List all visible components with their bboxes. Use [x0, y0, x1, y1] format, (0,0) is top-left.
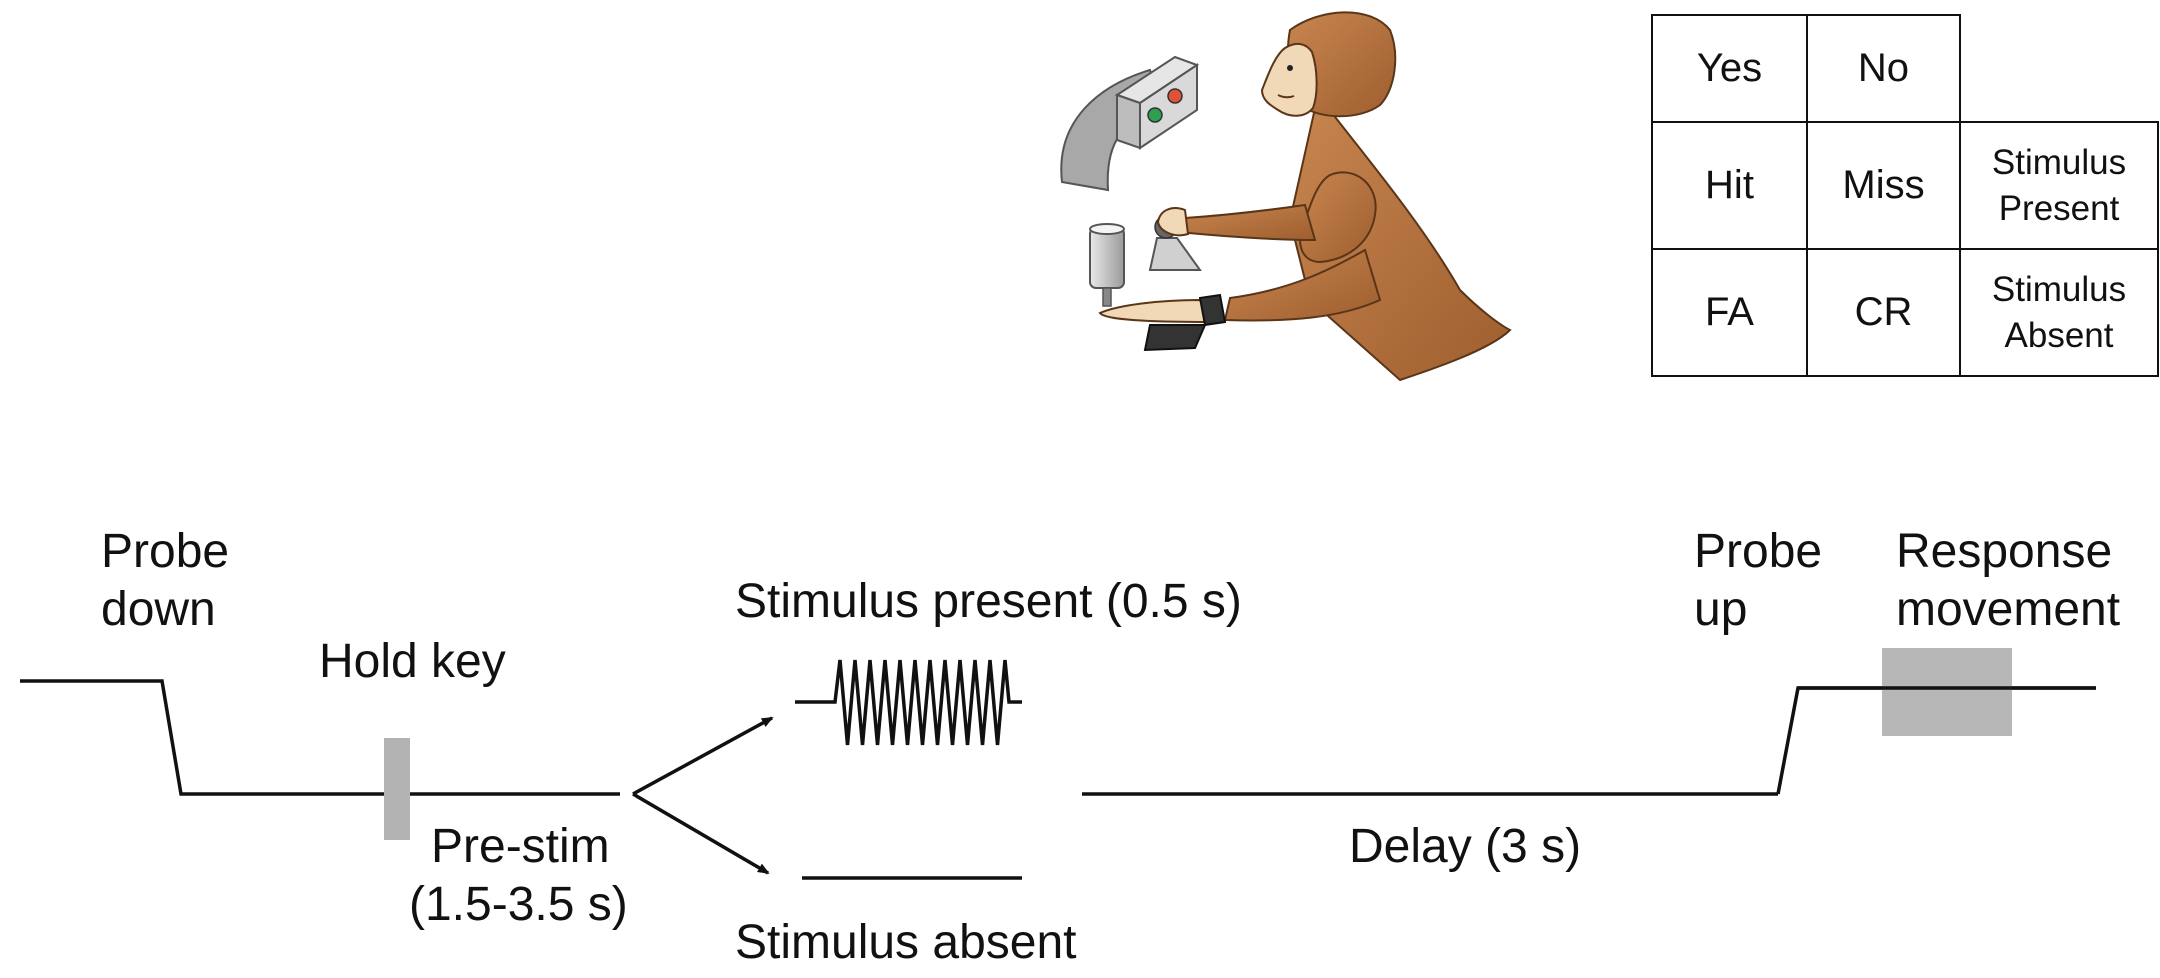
- stimulus-present-waveform: [795, 659, 1022, 746]
- response-movement-label: Response movement: [1896, 523, 2120, 639]
- response-movement-label-line2: movement: [1896, 583, 2121, 636]
- response-movement-marker: [1882, 648, 2012, 736]
- probe-up-label-line1: Probe: [1694, 525, 1823, 578]
- condition-present-line2: Present: [1998, 188, 2120, 228]
- cell-cr: CR: [1806, 248, 1961, 377]
- header-no: No: [1806, 14, 1961, 123]
- cell-miss-text: Miss: [1842, 163, 1925, 207]
- condition-absent-line2: Absent: [2004, 315, 2114, 355]
- probe-down-label-line1: Probe: [101, 525, 230, 578]
- stimulus-absent-label: Stimulus absent: [735, 916, 1077, 969]
- red-button-icon: [1167, 88, 1183, 104]
- condition-present-line1: Stimulus: [1991, 142, 2127, 182]
- stimulus-present-label: Stimulus present (0.5 s): [735, 575, 1242, 628]
- cell-cr-text: CR: [1854, 290, 1913, 334]
- arrow-to-present: [632, 716, 774, 796]
- monkey-hand-lower: [1098, 298, 1212, 324]
- probe-up-label: Probe up: [1694, 523, 1822, 639]
- response-movement-label-line1: Response: [1896, 525, 2113, 578]
- wrist-strap: [1143, 293, 1227, 352]
- header-yes-text: Yes: [1696, 46, 1763, 90]
- probe-down-trace: [20, 679, 620, 796]
- hold-key-marker: [384, 738, 410, 840]
- condition-absent-line1: Stimulus: [1991, 269, 2127, 309]
- trial-timeline: [20, 648, 2096, 880]
- cell-fa-text: FA: [1705, 290, 1754, 334]
- condition-stimulus-present: Stimulus Present: [1959, 121, 2159, 250]
- probe-down-label-line2: down: [101, 583, 216, 636]
- monkey-forearm-upper: [1176, 203, 1317, 242]
- header-yes: Yes: [1651, 14, 1808, 123]
- arrow-to-absent: [632, 792, 770, 875]
- monkey-hand-upper: [1156, 207, 1190, 237]
- green-button-icon: [1147, 107, 1163, 123]
- monkey-upper-arm: [1299, 171, 1377, 264]
- cell-hit-text: Hit: [1705, 163, 1754, 207]
- condition-stimulus-absent: Stimulus Absent: [1959, 248, 2159, 377]
- hold-key-label: Hold key: [319, 635, 506, 688]
- pre-stim-label-line1: Pre-stim: [431, 820, 610, 873]
- cell-hit: Hit: [1651, 121, 1808, 250]
- probe-down-label: Probe down: [101, 523, 229, 639]
- header-no-text: No: [1857, 46, 1910, 90]
- cell-fa: FA: [1651, 248, 1808, 377]
- monkey-face: [1260, 42, 1318, 117]
- probe-up-label-line2: up: [1694, 583, 1748, 636]
- delay-label: Delay (3 s): [1349, 820, 1582, 873]
- stimulator-probe: [1089, 223, 1125, 307]
- monkey-illustration: [1060, 11, 1512, 382]
- pre-stim-label: Pre-stim (1.5-3.5 s): [409, 818, 628, 934]
- response-box: [1114, 55, 1200, 150]
- cell-miss: Miss: [1806, 121, 1961, 250]
- pre-stim-label-line2: (1.5-3.5 s): [409, 878, 628, 931]
